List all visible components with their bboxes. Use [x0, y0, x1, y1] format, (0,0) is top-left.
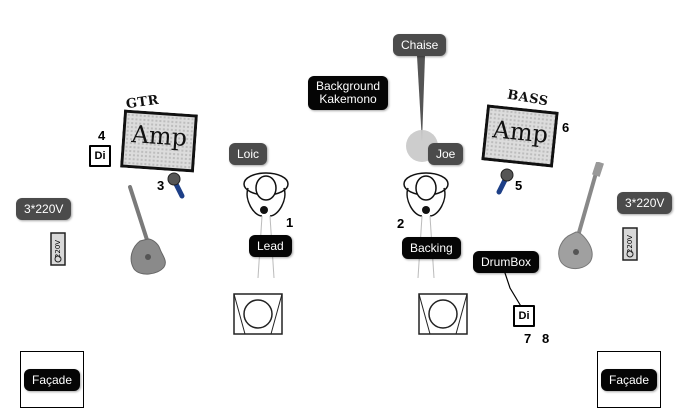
amp-icon — [481, 104, 559, 168]
musician-icon — [403, 172, 449, 279]
chaise-label: Chaise — [393, 34, 447, 56]
amp-right-text: Amp — [491, 115, 550, 149]
number-7: 7 — [524, 331, 532, 346]
stage-monitor-icon — [418, 293, 468, 335]
svg-text:220V: 220V — [626, 235, 634, 253]
backing-label: Backing — [402, 237, 461, 259]
drumbox-label: DrumBox — [473, 251, 540, 273]
stage-monitor-icon — [233, 293, 283, 335]
microphone-icon — [496, 168, 514, 195]
bass-amp-right: Amp — [481, 104, 559, 168]
number-3: 3 — [157, 178, 165, 193]
microphone-icon — [167, 172, 185, 199]
loic-label: Loic — [229, 143, 268, 165]
electric-guitar-icon — [128, 185, 166, 275]
amp-icon — [120, 109, 198, 173]
drumbox-cable — [503, 270, 523, 309]
facade-left-label: Façade — [24, 369, 81, 391]
number-4: 4 — [98, 128, 106, 143]
power-right-label: 3*220V — [617, 192, 673, 214]
di-box-right: Di — [513, 305, 535, 327]
lead-label: Lead — [249, 235, 292, 257]
bass-guitar-icon — [558, 162, 604, 269]
number-1: 1 — [286, 215, 294, 230]
facade-right-label: Façade — [601, 369, 658, 391]
amp-left-text: Amp — [130, 120, 188, 152]
power-left-label: 3*220V — [16, 198, 72, 220]
power-outlet-icon: 220V — [50, 232, 66, 266]
number-2: 2 — [397, 216, 405, 231]
musician-icon — [243, 172, 289, 279]
guitar-amp-left: Amp — [120, 109, 198, 173]
svg-text:220V: 220V — [54, 240, 62, 258]
di-box-left: Di — [89, 145, 111, 167]
joe-label: Joe — [428, 143, 464, 165]
background-kakemono-label: Background Kakemono — [308, 76, 388, 110]
power-outlet-icon: 220V — [622, 227, 638, 261]
number-8: 8 — [542, 331, 550, 346]
number-6: 6 — [562, 120, 570, 135]
number-5: 5 — [515, 178, 523, 193]
